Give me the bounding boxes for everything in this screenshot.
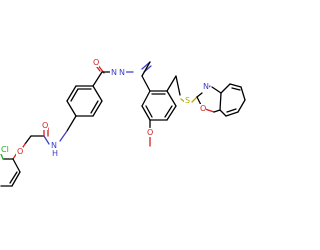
bond bbox=[175, 75, 181, 96]
bond bbox=[237, 99, 246, 113]
bond bbox=[196, 92, 203, 98]
bond bbox=[141, 75, 151, 92]
label-background bbox=[110, 68, 126, 77]
bond bbox=[92, 71, 103, 87]
atom-cl: Cl bbox=[1, 145, 9, 154]
atom-o-amide: O bbox=[42, 121, 48, 130]
bond bbox=[196, 96, 202, 106]
bond bbox=[11, 171, 21, 187]
atom-s-thio: S bbox=[185, 96, 190, 105]
atom-o-methoxy: O bbox=[147, 128, 153, 137]
atom-h-amide: H bbox=[52, 149, 58, 158]
bond bbox=[240, 86, 246, 101]
atom-n-oxazole: N bbox=[203, 82, 209, 91]
label-background bbox=[146, 128, 153, 137]
label-background bbox=[202, 82, 209, 91]
atom-o-hydrazide: O bbox=[93, 58, 99, 67]
bond bbox=[9, 171, 18, 184]
bond bbox=[66, 115, 77, 132]
molecule-structure: O N N N H O O Cl O S N O bbox=[0, 58, 246, 187]
label-background bbox=[41, 121, 48, 130]
bond bbox=[219, 92, 222, 111]
atom-o-oxazole: O bbox=[200, 104, 206, 113]
atom-n-hydrazide-2: N bbox=[119, 68, 125, 77]
bond bbox=[166, 75, 177, 92]
bond bbox=[225, 111, 239, 117]
bond bbox=[141, 61, 151, 77]
label-background bbox=[92, 58, 99, 67]
bond bbox=[191, 96, 198, 103]
bond bbox=[204, 108, 215, 113]
label-background bbox=[184, 96, 191, 105]
bond bbox=[145, 105, 153, 118]
bond bbox=[213, 109, 221, 113]
bond bbox=[219, 109, 227, 117]
bond bbox=[166, 105, 177, 121]
bond bbox=[12, 158, 21, 173]
bond bbox=[43, 135, 50, 145]
bond bbox=[141, 90, 151, 107]
label-background bbox=[16, 147, 23, 156]
bonds bbox=[0, 61, 246, 187]
bond bbox=[166, 90, 177, 107]
label-background bbox=[0, 145, 11, 154]
bond bbox=[226, 108, 237, 113]
bond bbox=[66, 85, 77, 102]
atom-labels: O N N N H O O Cl O S N O bbox=[0, 58, 209, 158]
atom-nh-amide: N bbox=[51, 141, 57, 150]
bond bbox=[59, 130, 68, 142]
bond bbox=[70, 88, 79, 102]
bond bbox=[220, 83, 231, 94]
atom-nh-hydrazide: N bbox=[111, 68, 117, 77]
bond bbox=[90, 100, 99, 114]
bond bbox=[24, 135, 32, 145]
bond bbox=[229, 83, 242, 88]
bond bbox=[92, 100, 103, 117]
bond bbox=[211, 86, 222, 94]
label-background bbox=[199, 104, 206, 113]
label-background bbox=[50, 140, 59, 156]
bond bbox=[0, 153, 4, 160]
bond bbox=[92, 85, 103, 102]
bond bbox=[231, 87, 241, 91]
bond bbox=[164, 105, 173, 118]
atom-o-ether: O bbox=[17, 147, 23, 156]
bond bbox=[141, 105, 151, 121]
bond bbox=[66, 100, 77, 117]
